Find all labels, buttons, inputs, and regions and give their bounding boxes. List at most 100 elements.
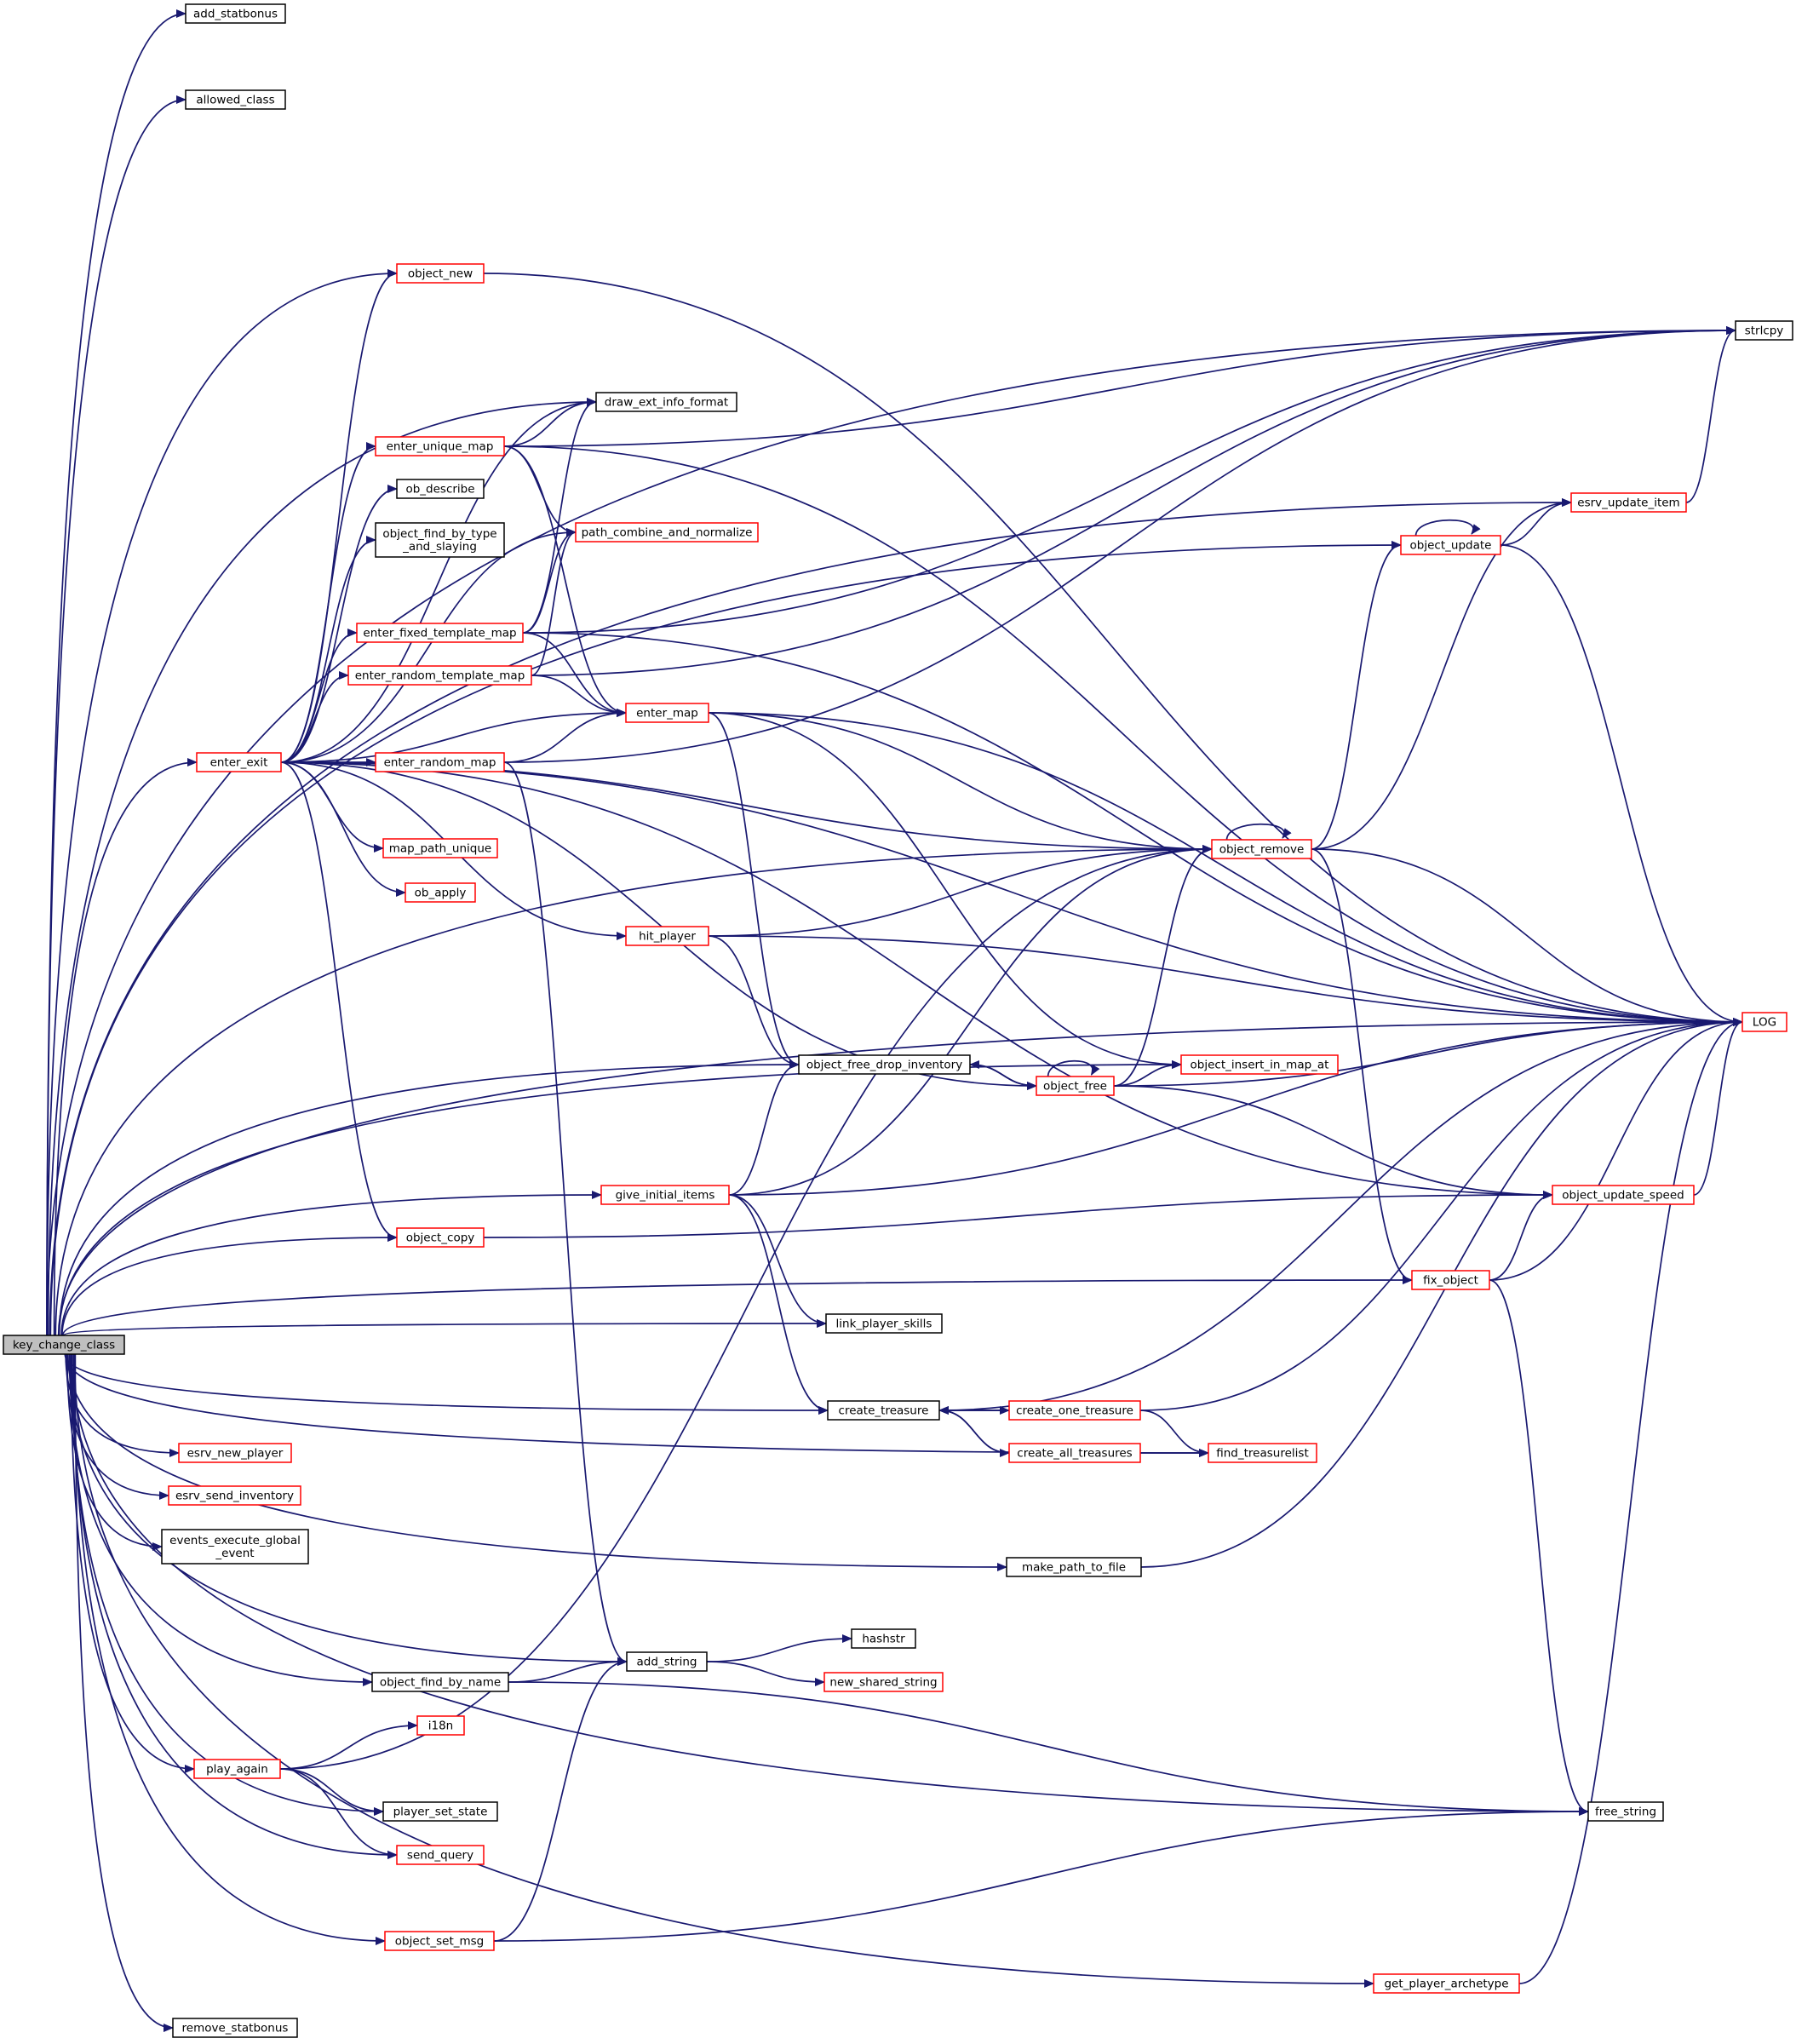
node-object-set-msg[interactable]: object_set_msg [384, 1931, 495, 1951]
node-send-query[interactable]: send_query [396, 1845, 485, 1865]
edge-enter-exit-to-draw-ext-info-format [280, 398, 597, 763]
node-box [1570, 492, 1687, 513]
edge-object-update-to-object-update [1414, 519, 1481, 537]
node-label: create_all_treasures [1017, 1447, 1132, 1461]
node-label: allowed_class [196, 94, 274, 107]
edge-object-remove-to-esrv-update-item [1311, 498, 1572, 850]
node-enter-fixed-template-map[interactable]: enter_fixed_template_map [356, 623, 524, 643]
edge-key-change-class-to-player-set-state [71, 1353, 384, 1816]
node-box [382, 838, 498, 858]
edge-give-initial-items-to-object-remove [728, 845, 1213, 1196]
node-box [1008, 1400, 1141, 1421]
node-find-treasurelist[interactable]: find_treasurelist [1208, 1443, 1317, 1463]
node-box [375, 752, 505, 772]
node-object-free-drop-inventory[interactable]: object_free_drop_inventory [798, 1054, 971, 1075]
node-link-player-skills[interactable]: link_player_skills [825, 1313, 943, 1334]
node-box [193, 1759, 281, 1779]
node-box [827, 1400, 940, 1421]
node-ob-describe[interactable]: ob_describe [396, 479, 485, 499]
node-i18n[interactable]: i18n [416, 1715, 465, 1736]
node-enter-map[interactable]: enter_map [625, 703, 709, 723]
node-enter-random-template-map[interactable]: enter_random_template_map [347, 665, 532, 686]
node-get-player-archetype[interactable]: get_player_archetype [1373, 1973, 1520, 1994]
node-object-find-by-type-and-slaying[interactable]: object_find_by_type_and_slaying [375, 522, 505, 558]
node-label: send_query [407, 1849, 473, 1863]
edge-key-change-class-to-draw-ext-info-format [47, 398, 597, 1336]
edge-enter-exit-to-enter-unique-map [280, 442, 376, 763]
node-player-set-state[interactable]: player_set_state [382, 1801, 498, 1822]
node-box [382, 1801, 498, 1822]
node-object-new[interactable]: object_new [396, 263, 485, 284]
node-create-all-treasures[interactable]: create_all_treasures [1008, 1443, 1141, 1463]
node-new-shared-string[interactable]: new_shared_string [823, 1672, 944, 1692]
node-object-copy[interactable]: object_copy [396, 1227, 485, 1248]
node-path-combine-and-normalize[interactable]: path_combine_and_normalize [575, 522, 759, 543]
node-esrv-send-inventory[interactable]: esrv_send_inventory [168, 1485, 301, 1506]
node-label: enter_random_template_map [355, 669, 525, 683]
node-label: object_remove [1219, 843, 1305, 857]
node-label: create_one_treasure [1016, 1404, 1133, 1418]
node-box [405, 882, 476, 903]
node-fix-object[interactable]: fix_object [1411, 1270, 1490, 1290]
node-object-find-by-name[interactable]: object_find_by_name [371, 1672, 509, 1692]
node-key-change-class[interactable]: key_change_class [3, 1335, 125, 1355]
node-free-string[interactable]: free_string [1587, 1801, 1664, 1822]
node-label: free_string [1595, 1806, 1656, 1819]
node-label: object_new [408, 267, 473, 281]
node-object-free[interactable]: object_free [1036, 1076, 1115, 1096]
node-box [625, 703, 709, 723]
node-label: enter_random_map [384, 756, 496, 770]
node-enter-unique-map[interactable]: enter_unique_map [375, 436, 505, 456]
node-box [185, 3, 286, 24]
node-label: map_path_unique [389, 842, 491, 856]
node-label: esrv_update_item [1577, 497, 1679, 510]
node-ob-apply[interactable]: ob_apply [405, 882, 476, 903]
node-label: strlcpy [1745, 324, 1784, 338]
node-hashstr[interactable]: hashstr [851, 1628, 916, 1649]
edge-enter-map-to-object-insert-in-map-at [708, 712, 1182, 1069]
edge-key-change-class-to-fix-object [61, 1276, 1413, 1336]
node-strlcpy[interactable]: strlcpy [1735, 320, 1793, 341]
node-box [396, 479, 485, 499]
node-box [600, 1185, 730, 1205]
node-events-execute-global-event[interactable]: events_execute_global_event [161, 1529, 309, 1565]
node-box [1180, 1054, 1339, 1075]
node-create-one-treasure[interactable]: create_one_treasure [1008, 1400, 1141, 1421]
node-add-statbonus[interactable]: add_statbonus [185, 3, 286, 24]
node-play-again[interactable]: play_again [193, 1759, 281, 1779]
edge-play-again-to-send-query [279, 1768, 398, 1859]
node-box [1411, 1270, 1490, 1290]
edge-object-remove-to-object-remove [1225, 823, 1292, 841]
node-remove-statbonus[interactable]: remove_statbonus [172, 2018, 298, 2038]
node-object-update-speed[interactable]: object_update_speed [1552, 1185, 1695, 1205]
edge-hit-player-to-object-free-drop-inventory [708, 935, 800, 1069]
node-make-path-to-file[interactable]: make_path_to_file [1006, 1557, 1142, 1577]
edge-enter-exit-to-object-new [280, 269, 398, 763]
node-add-string[interactable]: add_string [626, 1651, 708, 1672]
edge-enter-exit-to-enter-fixed-template-map [280, 629, 358, 763]
edge-enter-exit-to-object-find-by-type-and-slaying [280, 536, 376, 763]
node-box [185, 89, 286, 110]
node-LOG[interactable]: LOG [1741, 1012, 1787, 1032]
node-esrv-update-item[interactable]: esrv_update_item [1570, 492, 1687, 513]
node-allowed-class[interactable]: allowed_class [185, 89, 286, 110]
node-draw-ext-info-format[interactable]: draw_ext_info_format [595, 392, 737, 412]
node-create-treasure[interactable]: create_treasure [827, 1400, 940, 1421]
node-object-insert-in-map-at[interactable]: object_insert_in_map_at [1180, 1054, 1339, 1075]
edge-enter-fixed-template-map-to-enter-map [522, 632, 627, 717]
node-box [625, 926, 709, 946]
node-map-path-unique[interactable]: map_path_unique [382, 838, 498, 858]
node-hit-player[interactable]: hit_player [625, 926, 709, 946]
node-give-initial-items[interactable]: give_initial_items [600, 1185, 730, 1205]
node-object-update[interactable]: object_update [1400, 535, 1501, 555]
node-label: object_update_speed [1562, 1189, 1684, 1203]
node-object-remove[interactable]: object_remove [1211, 839, 1312, 859]
edge-create-one-treasure-to-LOG [1139, 1018, 1743, 1411]
node-enter-random-map[interactable]: enter_random_map [375, 752, 505, 772]
node-esrv-new-player[interactable]: esrv_new_player [178, 1443, 292, 1463]
edge-enter-map-to-object-remove [708, 712, 1213, 853]
edge-give-initial-items-to-create-treasure [728, 1194, 829, 1415]
node-box [161, 1529, 309, 1565]
node-enter-exit[interactable]: enter_exit [196, 752, 282, 772]
node-label: enter_exit [210, 756, 268, 770]
